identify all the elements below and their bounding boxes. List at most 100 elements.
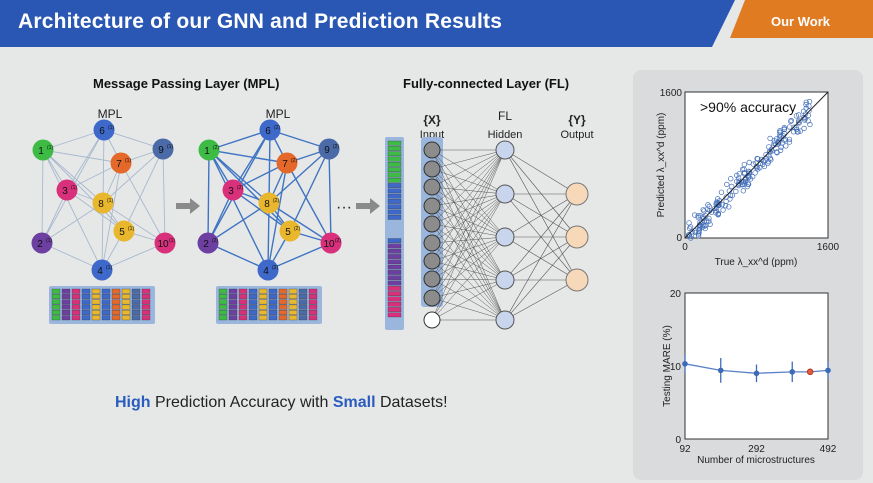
scatter-point	[801, 125, 807, 132]
feature-cell	[288, 310, 298, 315]
graph-node-superscript: (2)	[272, 265, 278, 271]
feature-cell	[268, 310, 278, 315]
scatter-point	[708, 209, 715, 215]
feature-cell	[81, 299, 91, 305]
fully-connected-network	[385, 137, 589, 330]
graph-node-label: 1	[38, 146, 44, 157]
mare-series	[682, 354, 831, 383]
feature-cell	[268, 315, 278, 321]
graph-node-label: 6	[99, 126, 105, 137]
output-neuron	[565, 225, 589, 249]
feature-cell	[308, 304, 318, 310]
fl-edge	[431, 297, 506, 321]
feature-cell	[258, 315, 268, 321]
feature-cell	[141, 299, 151, 305]
graph-node-9	[152, 138, 174, 160]
graph-node-superscript: (2)	[291, 158, 297, 164]
feature-cell	[91, 310, 101, 315]
feature-cell	[248, 288, 258, 294]
graph-node-label: 10	[323, 239, 335, 250]
mare-xlabel: Number of microstructures	[697, 455, 815, 466]
graph-node-superscript: (2)	[213, 145, 219, 151]
scatter-point	[767, 135, 773, 142]
graph-node-superscript: (2)	[273, 198, 279, 204]
graph-edge	[232, 189, 291, 232]
graph-node-label: 7	[282, 159, 288, 170]
feature-cell	[288, 315, 298, 321]
feature-cell	[61, 299, 71, 305]
feature-cell	[308, 310, 318, 315]
graph-edge	[41, 202, 104, 244]
input-vector-cell	[387, 204, 402, 210]
scatter-point	[715, 211, 721, 217]
scatter-point	[777, 128, 783, 134]
scatter-chart: >90% accuracy 1600 0 0 1600 True λ_xx^d …	[656, 88, 840, 268]
scatter-point	[692, 212, 698, 218]
arrow-2	[356, 198, 380, 214]
graph-node-1	[32, 139, 54, 161]
scatter-point	[803, 102, 809, 108]
msg-end: Datasets!	[375, 394, 448, 411]
scatter-point	[701, 208, 707, 214]
feature-cell	[228, 310, 238, 315]
scatter-point	[802, 111, 809, 117]
graph-node-superscript: (1)	[128, 226, 134, 232]
fl-edge	[431, 193, 506, 280]
feature-cell	[238, 288, 248, 294]
feature-cell	[121, 299, 131, 305]
scatter-ytick-max: 1600	[660, 88, 683, 99]
graph-node-label: 2	[203, 239, 209, 250]
graph-node-label: 10	[157, 239, 169, 250]
mare-ytick: 0	[675, 435, 681, 446]
feature-cell	[141, 288, 151, 294]
feature-cell	[288, 294, 298, 299]
fl-section-title: Fully-connected Layer (FL)	[403, 76, 570, 91]
hidden-neuron	[495, 310, 515, 330]
graph-node-label: 6	[265, 126, 271, 137]
input-vector-cell	[387, 162, 402, 167]
highlight-message: High Prediction Accuracy with Small Data…	[115, 394, 448, 412]
graph-edge	[101, 242, 166, 271]
scatter-point	[686, 232, 692, 238]
input-vector-cell	[387, 140, 402, 146]
scatter-point	[754, 155, 760, 162]
arrow-1	[176, 198, 200, 214]
graph-edge	[123, 148, 164, 232]
graph-node-5	[279, 220, 301, 242]
feature-cell	[268, 299, 278, 305]
input-vector-cell	[387, 177, 402, 183]
feature-cell	[238, 304, 248, 310]
feature-cell	[298, 299, 308, 305]
feature-cell	[298, 310, 308, 315]
scatter-point	[793, 113, 800, 119]
fl-edge	[431, 236, 506, 244]
gnn-architecture-diagram: MPL MPL 1(1)2(1)3(1)4(1)5(1)6(1)7(1)8(1)…	[31, 107, 594, 330]
fl-edge	[431, 242, 506, 281]
fl-edge	[504, 193, 578, 321]
feature-cell	[288, 288, 298, 294]
scatter-reference-line	[684, 91, 829, 239]
feature-cell	[308, 315, 318, 321]
feature-cell	[131, 288, 141, 294]
scatter-point	[791, 124, 797, 130]
scatter-point	[729, 183, 735, 190]
mpl-section-title: Message Passing Layer (MPL)	[93, 76, 280, 91]
feature-cell	[278, 315, 288, 321]
feature-cell	[81, 294, 91, 299]
feature-cell	[71, 299, 81, 305]
graph-edge	[41, 149, 44, 244]
scatter-point	[744, 183, 750, 190]
graph-node-label: 9	[324, 145, 330, 156]
hidden-label: Hidden	[488, 129, 523, 141]
feature-cell	[131, 315, 141, 321]
input-neuron	[423, 270, 441, 288]
graph-edge	[267, 162, 288, 271]
input-neuron	[423, 289, 441, 307]
graph-edge	[208, 149, 291, 232]
feature-cell	[278, 299, 288, 305]
graph-node-4	[257, 259, 279, 281]
graph-edge	[162, 148, 166, 244]
fl-edge	[431, 193, 506, 321]
graph-edge	[102, 129, 105, 204]
